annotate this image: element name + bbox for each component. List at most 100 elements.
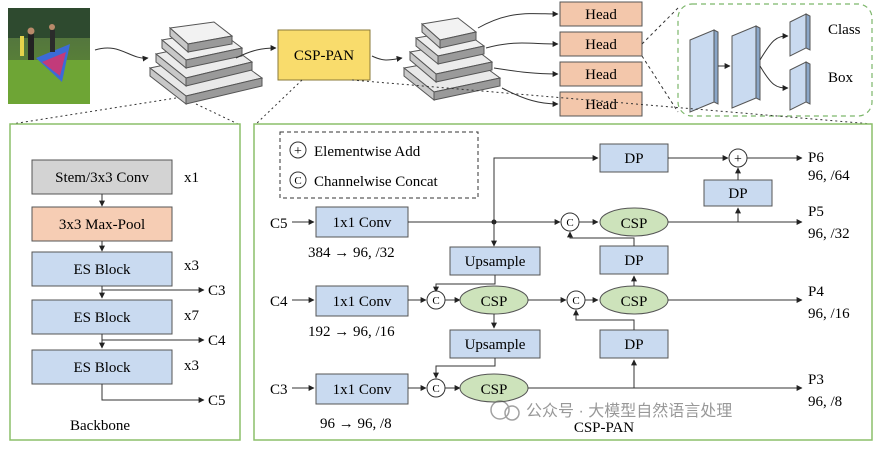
edge-to-head-2 — [485, 40, 559, 49]
out-p6: P6 — [808, 150, 824, 166]
head-label-4: Head — [585, 97, 617, 113]
edge-c5-to-dp-top — [493, 155, 599, 222]
maxpool-block — [31, 206, 173, 242]
out-p3-dims: 96, /8 — [808, 394, 842, 410]
conv-c4-label: 1x1 Conv — [333, 294, 392, 310]
watermark: 公众号 · 大模型自然语言处理 — [490, 400, 732, 421]
conv-c4-dims: 192 → 96, /16 — [308, 324, 395, 340]
conv-c3-label: 1x1 Conv — [333, 382, 392, 398]
es-block-1-label: ES Block — [73, 262, 131, 278]
head-box-3 — [559, 61, 643, 87]
upsample-2-label: Upsample — [465, 337, 526, 353]
neck-feature-stack — [402, 17, 502, 102]
dp-p3-label: DP — [624, 337, 643, 353]
es-block-2-label: ES Block — [73, 310, 131, 326]
csp-pan-caption: CSP-PAN — [574, 420, 634, 436]
legend-concat-icon — [289, 171, 307, 189]
stem-multiplier: x1 — [184, 170, 199, 186]
dp-p4-label: DP — [624, 253, 643, 269]
out-p6-dims: 96, /64 — [808, 168, 850, 184]
neck-box — [277, 29, 371, 81]
out-p3: P3 — [808, 372, 824, 388]
csp-p5-label: CSP — [621, 216, 648, 232]
head-detail-connector-top — [641, 7, 679, 45]
es-block-1-multiplier: x3 — [184, 258, 199, 274]
conv-c5-dims: 384 → 96, /32 — [308, 245, 395, 261]
backbone-out-c3: C3 — [208, 283, 226, 299]
legend-add-symbol: + — [294, 144, 302, 159]
csp-p4-label: CSP — [621, 294, 648, 310]
edge-neck-to-stack — [371, 55, 403, 62]
legend-box — [279, 131, 479, 199]
concat-p4-symbol: C — [572, 295, 579, 307]
legend-add-label: Elementwise Add — [314, 144, 421, 160]
out-p5: P5 — [808, 204, 824, 220]
conv-c3 — [315, 373, 409, 405]
dp-top — [599, 143, 669, 173]
stem-block — [31, 159, 173, 195]
head-detail-blocks — [689, 13, 811, 113]
head-detail-panel — [677, 3, 873, 117]
backbone-caption: Backbone — [70, 418, 130, 434]
dp-top-label: DP — [624, 151, 643, 167]
backbone-out-c5: C5 — [208, 393, 226, 409]
maxpool-block-label: 3x3 Max-Pool — [59, 217, 145, 233]
edge-upsample1-to-concat — [433, 275, 496, 293]
edge-upsample2-to-concat — [433, 358, 496, 379]
head-label-3: Head — [585, 67, 617, 83]
head-label-2: Head — [585, 37, 617, 53]
csp-c3-label: CSP — [481, 382, 508, 398]
dp-p3 — [599, 329, 669, 359]
conv-c5-label: 1x1 Conv — [333, 215, 392, 231]
es-block-3-multiplier: x3 — [184, 358, 199, 374]
legend-concat-label: Channelwise Concat — [314, 174, 439, 190]
upsample-1-label: Upsample — [465, 254, 526, 270]
edge-es3-to-c5 — [101, 384, 205, 403]
legend-concat-symbol: C — [294, 175, 301, 187]
dp-p4 — [599, 245, 669, 275]
edge-dp-p3-to-concat — [573, 309, 635, 330]
edge-head-to-class — [759, 33, 789, 61]
concat-p5-symbol: C — [566, 217, 573, 229]
watermark-text: 公众号 · 大模型自然语言处理 — [526, 402, 732, 420]
conv-c4 — [315, 285, 409, 317]
out-p4-dims: 96, /16 — [808, 306, 850, 322]
head-label-1: Head — [585, 7, 617, 23]
edge-to-head-1 — [477, 10, 559, 29]
conv-c5 — [315, 206, 409, 238]
head-box-1 — [559, 1, 643, 27]
edge-to-head-4 — [501, 87, 559, 107]
es-block-1 — [31, 251, 173, 287]
out-p5-dims: 96, /32 — [808, 226, 850, 242]
backbone-zoom-connector-right — [195, 103, 239, 125]
add-p6-symbol: + — [734, 152, 742, 167]
edge-head-to-box — [759, 65, 789, 91]
es-block-3 — [31, 349, 173, 385]
legend-add-icon — [289, 141, 307, 159]
head-box-2 — [559, 31, 643, 57]
csp-c4-label: CSP — [481, 294, 508, 310]
dp-p5-label: DP — [728, 186, 747, 202]
edge-backbone-to-neck — [235, 45, 277, 59]
es-block-2-multiplier: x7 — [184, 308, 200, 324]
concat-c3-symbol: C — [432, 383, 439, 395]
neck-in-c4: C4 — [270, 294, 288, 310]
neck-zoom-connector-left — [255, 79, 303, 125]
edge-dp-p4-to-concat — [567, 231, 635, 246]
head-box-4 — [559, 91, 643, 117]
es-block-3-label: ES Block — [73, 360, 131, 376]
neck-in-c3: C3 — [270, 382, 288, 398]
head-detail-connector-bottom — [641, 55, 679, 113]
neck-label: CSP-PAN — [294, 48, 354, 64]
class-output-label: Class — [828, 22, 861, 38]
edge-image-to-backbone — [94, 47, 149, 62]
backbone-out-c4: C4 — [208, 333, 226, 349]
concat-c4-symbol: C — [432, 295, 439, 307]
conv-c3-dims: 96 → 96, /8 — [320, 416, 392, 432]
upsample-1 — [449, 246, 541, 276]
box-output-label: Box — [828, 70, 854, 86]
backbone-feature-stack — [148, 21, 264, 106]
edge-to-head-3 — [493, 67, 559, 77]
neck-in-c5: C5 — [270, 216, 288, 232]
